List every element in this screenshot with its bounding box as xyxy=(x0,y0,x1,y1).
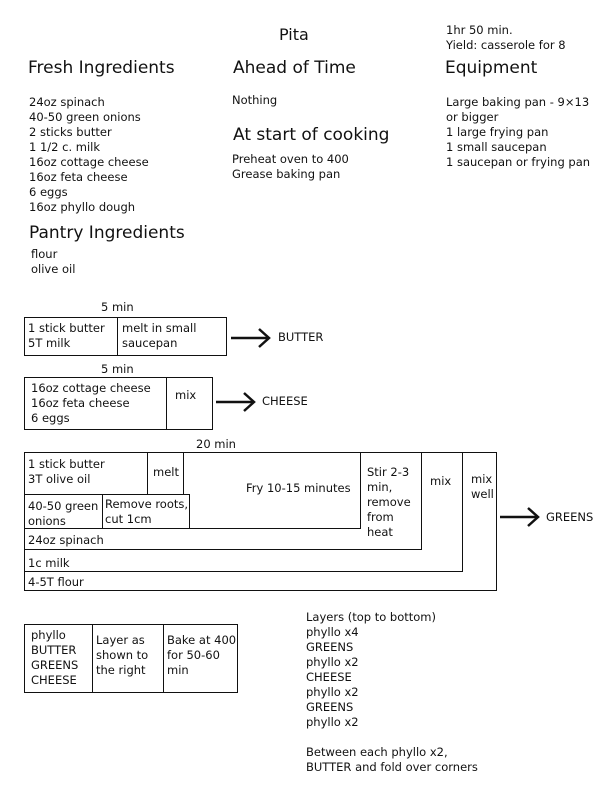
list-item: Large baking pan - 9×13 xyxy=(446,95,590,109)
butter-action: melt in small saucepan xyxy=(122,321,197,350)
list-item: olive oil xyxy=(31,262,76,276)
butter-step-box xyxy=(24,317,227,356)
layers-list: Layers (top to bottom) phyllo x4 GREENS … xyxy=(306,610,478,775)
cheese-result: CHEESE xyxy=(262,394,308,408)
butter-result: BUTTER xyxy=(278,330,324,344)
equipment-list: Large baking pan - 9×13 or bigger 1 larg… xyxy=(446,95,590,170)
greens-onions: 40-50 green onions xyxy=(28,499,99,528)
list-item: 40-50 green onions xyxy=(29,110,141,124)
cheese-action: mix xyxy=(175,388,197,402)
assembly-ingredients: phyllo BUTTER GREENS CHEESE xyxy=(31,628,79,687)
list-item: 1 1/2 c. milk xyxy=(29,140,101,154)
list-item: 1 saucepan or frying pan xyxy=(446,155,591,169)
greens-spinach: 24oz spinach xyxy=(28,533,104,547)
divider xyxy=(163,624,164,693)
recipe-title: Pita xyxy=(279,25,309,44)
list-item: GREENS xyxy=(306,640,354,654)
list-item: CHEESE xyxy=(306,670,352,684)
list-item: phyllo x4 xyxy=(306,625,359,639)
list-item: phyllo x2 xyxy=(306,655,359,669)
greens-milk: 1c milk xyxy=(28,556,70,570)
cheese-step-box xyxy=(24,377,213,430)
list-item: 1 large frying pan xyxy=(446,125,549,139)
list-item: 16oz cottage cheese xyxy=(29,155,149,169)
layers-note: Between each phyllo x2, xyxy=(306,745,448,759)
equipment-heading: Equipment xyxy=(445,58,538,78)
total-time: 1hr 50 min. xyxy=(446,23,513,37)
greens-fry: Fry 10-15 minutes xyxy=(246,481,351,495)
list-item: 16oz phyllo dough xyxy=(29,200,136,214)
start-of-cooking-heading: At start of cooking xyxy=(233,125,390,145)
yield: Yield: casserole for 8 xyxy=(446,38,566,52)
divider xyxy=(183,452,184,495)
greens-roots-cell xyxy=(102,494,190,529)
greens-mix: mix xyxy=(430,474,452,488)
layers-heading: Layers (top to bottom) xyxy=(306,610,436,624)
list-item: 16oz feta cheese xyxy=(29,170,128,184)
list-item: phyllo x2 xyxy=(306,685,359,699)
cheese-ingredients: 16oz cottage cheese 16oz feta cheese 6 e… xyxy=(31,381,151,425)
layers-note: BUTTER and fold over corners xyxy=(306,760,478,774)
divider xyxy=(166,377,167,430)
greens-result: GREENS xyxy=(546,510,594,524)
list-item: 2 sticks butter xyxy=(29,125,112,139)
list-item: flour xyxy=(31,247,58,261)
ahead-of-time-list: Nothing xyxy=(232,93,277,108)
greens-flour: 4-5T flour xyxy=(28,575,84,589)
pantry-ingredients-heading: Pantry Ingredients xyxy=(29,223,185,243)
greens-butter-oil: 1 stick butter 3T olive oil xyxy=(28,457,105,486)
divider xyxy=(92,624,93,693)
list-item: 6 eggs xyxy=(29,185,68,199)
butter-ingredients: 1 stick butter 5T milk xyxy=(28,321,105,350)
fresh-ingredients-heading: Fresh Ingredients xyxy=(28,58,175,78)
fresh-ingredients-list: 24oz spinach 40-50 green onions 2 sticks… xyxy=(29,95,149,215)
start-of-cooking-list: Preheat oven to 400 Grease baking pan xyxy=(232,152,349,182)
greens-melt: melt xyxy=(153,465,179,479)
list-item: 24oz spinach xyxy=(29,95,105,109)
assembly-box xyxy=(24,624,238,693)
greens-roots: Remove roots, cut 1cm xyxy=(105,497,189,526)
list-item: Preheat oven to 400 xyxy=(232,152,349,166)
divider xyxy=(117,317,118,356)
assembly-layer: Layer as shown to the right xyxy=(96,633,149,677)
arrow-right-icon xyxy=(231,328,271,348)
list-item: GREENS xyxy=(306,700,354,714)
ahead-of-time-heading: Ahead of Time xyxy=(233,58,356,78)
greens-mix-well: mix well xyxy=(471,472,494,501)
list-item: Nothing xyxy=(232,93,278,107)
list-item: Grease baking pan xyxy=(232,167,341,181)
list-item: phyllo x2 xyxy=(306,715,359,729)
greens-stir: Stir 2-3 min, remove from heat xyxy=(367,465,411,539)
list-item: 1 small saucepan xyxy=(446,140,547,154)
butter-time: 5 min xyxy=(101,300,134,314)
assembly-bake: Bake at 400 for 50-60 min xyxy=(167,633,237,677)
greens-time: 20 min xyxy=(196,437,236,451)
list-item: or bigger xyxy=(446,110,499,124)
pantry-ingredients-list: flour olive oil xyxy=(31,247,75,277)
arrow-right-icon xyxy=(500,507,540,527)
arrow-right-icon xyxy=(216,392,256,412)
cheese-time: 5 min xyxy=(101,362,134,376)
